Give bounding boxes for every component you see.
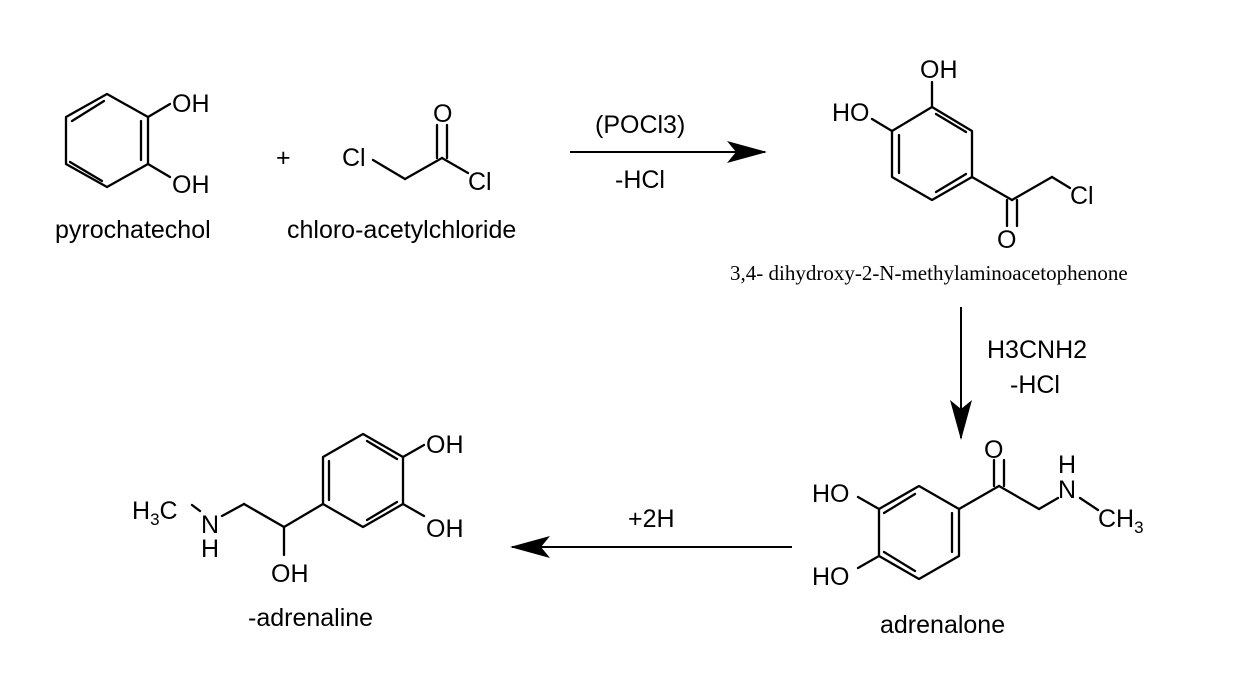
molecule-pyrochatechol: OH OH pyrochatechol (55, 90, 211, 244)
atom-oh-right: OH (426, 515, 464, 543)
atom-oh-bottom: OH (172, 171, 210, 199)
benzene-ring (877, 484, 961, 581)
atom-n-amine: N (1058, 476, 1076, 504)
atom-oh-top: OH (920, 56, 958, 84)
reagent-methylamine: H3CNH2 (987, 336, 1087, 364)
ch3-main: CH (1098, 505, 1134, 533)
plus-sign: + (276, 144, 291, 172)
molecule-adrenaline: H3C N H OH OH OH -adrenaline (132, 431, 464, 632)
atom-ch3: CH3 (1098, 505, 1144, 537)
h3c-c: C (160, 497, 178, 525)
atom-ho-top: HO (812, 480, 850, 508)
molecule-adrenalone: HO HO O H N CH3 adrenalone (812, 436, 1144, 639)
atom-h3c: H3C (132, 497, 178, 529)
atom-oh-hydroxyl: OH (271, 560, 309, 588)
label-pyrochatechol: pyrochatechol (55, 216, 211, 244)
label-chloroacetylchloride: chloro-acetylchloride (287, 216, 516, 244)
byproduct-hcl-step2: -HCl (1010, 371, 1060, 399)
atom-oh-top: OH (426, 431, 464, 459)
benzene-ring (321, 432, 405, 529)
atom-o-carbonyl: O (984, 436, 1003, 464)
benzene-ring (890, 105, 974, 202)
benzene-ring (64, 92, 150, 189)
atom-h-amine: H (201, 535, 219, 563)
atom-cl-right: Cl (468, 168, 492, 196)
atom-cl: Cl (1070, 182, 1094, 210)
atom-oh-top: OH (172, 90, 210, 118)
reaction-arrow-step3: +2H (510, 505, 792, 558)
atom-h-amine: H (1058, 451, 1076, 479)
h3c-subscript: 3 (150, 510, 159, 529)
reaction-arrow-step2: H3CNH2 -HCl (950, 307, 1087, 440)
atom-o-carbonyl: O (433, 100, 452, 128)
reagent-pocl3: (POCl3) (595, 111, 685, 139)
ch3-subscript: 3 (1134, 518, 1143, 537)
label-adrenaline: -adrenaline (248, 604, 373, 632)
reaction-arrow-step1: (POCl3) -HCl (570, 111, 767, 194)
atom-ho-bottom: HO (812, 563, 850, 591)
h3c-h: H (132, 497, 150, 525)
bond-c-oh-bottom (146, 162, 172, 179)
atom-n-amine: N (201, 511, 219, 539)
molecule-chloroacetylchloride: Cl O Cl chloro-acetylchloride (287, 100, 516, 244)
label-intermediate: 3,4- dihydroxy-2-N-methylaminoacetopheno… (730, 261, 1128, 285)
byproduct-hcl-step1: -HCl (615, 166, 665, 194)
molecule-intermediate: OH HO O Cl 3,4- dihydroxy-2-N-methylamin… (730, 56, 1128, 285)
bond-c-oh-top (146, 102, 172, 119)
reagent-hydrogen: +2H (628, 505, 675, 533)
atom-ho-left: HO (832, 99, 870, 127)
atom-o-carbonyl: O (997, 226, 1016, 254)
label-adrenalone: adrenalone (880, 611, 1005, 639)
atom-cl-left: Cl (342, 144, 366, 172)
